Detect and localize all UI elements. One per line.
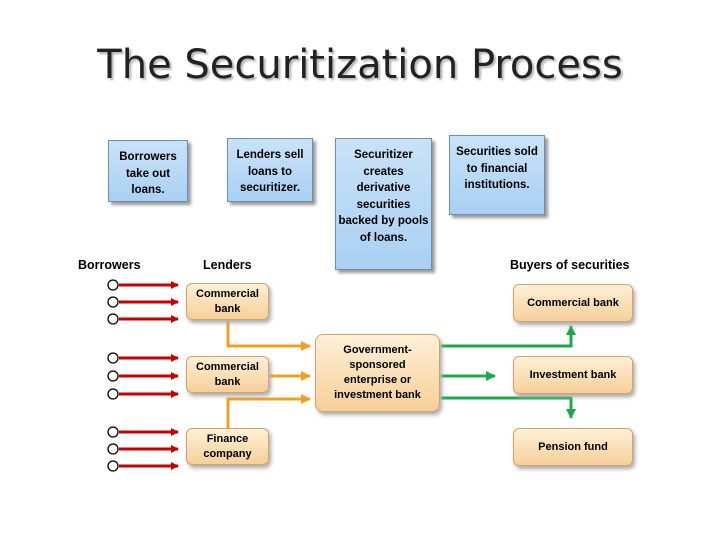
buyer-commercial-bank: Commercial bank	[513, 284, 633, 322]
buyer-pension-fund: Pension fund	[513, 428, 633, 466]
lender-label: Commercial bank	[196, 360, 259, 388]
label-buyers: Buyers of securities	[510, 258, 630, 272]
step-text-2: Lenders sell loans to securitizer.	[236, 149, 304, 194]
step-box-2: Lenders sell loans to securitizer.	[227, 138, 313, 202]
page-title: The Securitization Process	[97, 42, 623, 88]
borrower-circle	[107, 426, 119, 438]
lender-arrows	[226, 321, 311, 428]
lender-commercial-bank-1: Commercial bank	[186, 283, 269, 320]
borrower-circle	[107, 388, 119, 400]
securitizer-box: Government-sponsored enterprise or inves…	[315, 334, 440, 412]
step-text-1: Borrowers take out loans.	[119, 151, 177, 196]
borrower-circle	[107, 296, 119, 308]
borrower-circle	[107, 370, 119, 382]
lender-commercial-bank-2: Commercial bank	[186, 356, 269, 393]
buyer-arrow-3	[441, 396, 576, 419]
label-lenders: Lenders	[203, 258, 252, 272]
securitizer-label: Government-sponsored enterprise or inves…	[334, 344, 421, 401]
borrower-circle	[107, 443, 119, 455]
borrower-circle	[107, 313, 119, 325]
buyer-label: Pension fund	[538, 440, 608, 453]
lender-finance-company: Finance company	[186, 428, 269, 465]
borrower-circle	[107, 460, 119, 472]
step-box-4: Securities sold to financial institution…	[449, 135, 545, 215]
borrower-circles	[107, 279, 119, 472]
borrower-circle	[107, 279, 119, 291]
label-borrowers: Borrowers	[78, 258, 141, 272]
buyer-investment-bank: Investment bank	[513, 356, 633, 394]
step-box-3: Securitizer creates derivative securitie…	[335, 138, 432, 270]
lender-arrow-3	[226, 394, 311, 428]
buyer-label: Investment bank	[529, 368, 617, 381]
step-text-4: Securities sold to financial institution…	[456, 146, 538, 191]
buyer-label: Commercial bank	[527, 296, 619, 309]
borrower-arrows	[119, 281, 179, 470]
lender-arrow-1	[226, 321, 311, 351]
buyer-arrows	[441, 325, 576, 419]
borrower-circle	[107, 352, 119, 364]
buyer-arrow-1	[441, 325, 576, 348]
step-box-1: Borrowers take out loans.	[108, 140, 188, 202]
lender-label: Commercial bank	[196, 287, 259, 315]
lender-label: Finance company	[203, 432, 252, 460]
step-text-3: Securitizer creates derivative securitie…	[338, 149, 429, 244]
